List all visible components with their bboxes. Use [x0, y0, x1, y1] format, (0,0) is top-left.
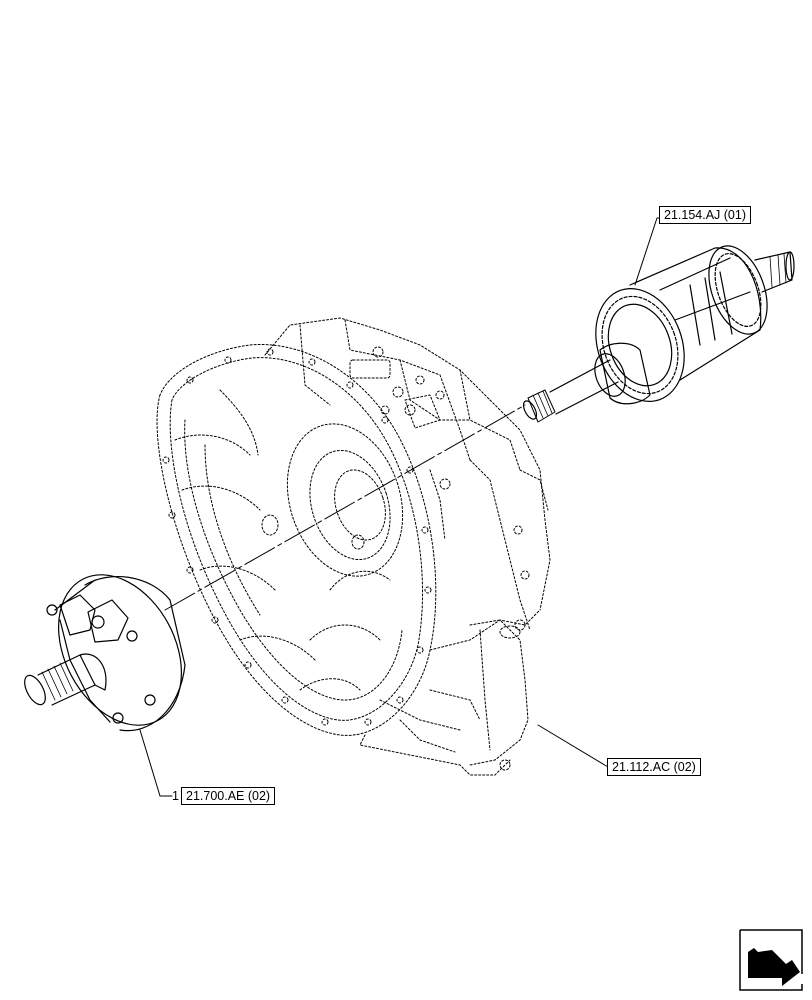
reference-label-shaft[interactable]: 21.154.AJ (01): [659, 206, 751, 224]
axis-centerline: [164, 404, 526, 611]
reference-label-pump[interactable]: 21.700.AE (02): [181, 787, 276, 805]
pump-assembly: [24, 574, 186, 732]
nav-arrow-svg: [739, 929, 803, 991]
transmission-housing: [156, 317, 551, 776]
shaft-assembly: [522, 245, 795, 423]
item-number: 1: [172, 789, 179, 803]
leader-line-pump: [139, 729, 173, 797]
reference-label-housing[interactable]: 21.112.AC (02): [607, 758, 701, 776]
leader-line-shaft: [634, 217, 661, 286]
leader-line-housing: [537, 724, 609, 768]
next-page-arrow-icon[interactable]: [738, 928, 804, 992]
